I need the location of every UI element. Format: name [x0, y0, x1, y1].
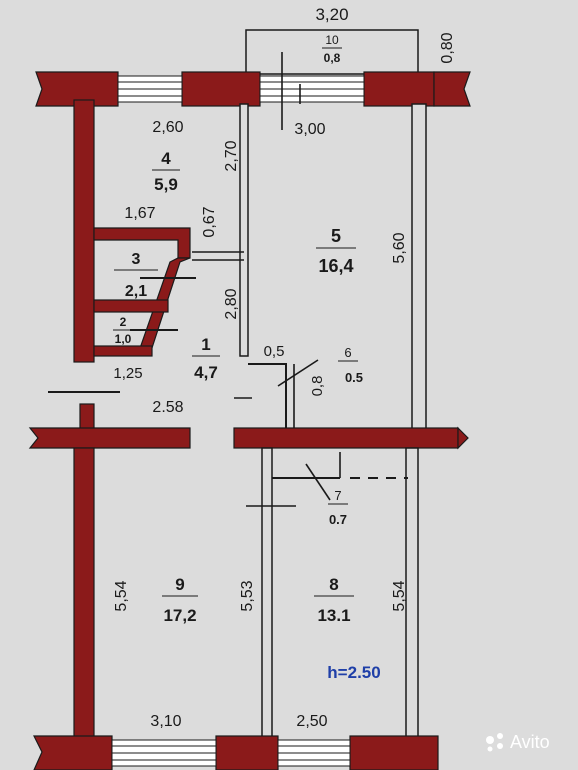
svg-text:6: 6 — [344, 345, 351, 360]
top-window-left — [117, 75, 183, 103]
svg-text:3: 3 — [132, 251, 141, 268]
bottom-window-right — [277, 739, 351, 767]
dim-closet6-width: 0,5 — [264, 343, 285, 360]
room-label-5: 5 16,4 — [316, 226, 356, 276]
avito-logo-icon — [486, 736, 494, 744]
dim-room9-height: 5,54 — [113, 580, 130, 611]
dim-room3-width: 1,67 — [124, 205, 155, 222]
balcony-outline — [245, 29, 419, 75]
room-label-1: 1 4,7 — [192, 335, 220, 382]
dim-room8-width: 2,50 — [296, 713, 327, 730]
svg-text:9: 9 — [175, 575, 184, 594]
dim-balcony-depth: 0,80 — [439, 32, 456, 63]
svg-text:17,2: 17,2 — [163, 606, 196, 625]
bottom-exterior-wall — [33, 735, 439, 770]
dim-hall-width: 2.58 — [152, 399, 183, 416]
avito-watermark-text: Avito — [510, 732, 550, 752]
bottom-window-left — [111, 739, 217, 767]
partition-room9-room8 — [261, 447, 273, 739]
middle-wall — [28, 426, 469, 450]
dim-room9-height-right: 5,53 — [239, 580, 256, 611]
room-label-4: 4 5,9 — [152, 149, 180, 194]
dim-balcony-width: 3,20 — [315, 5, 348, 24]
svg-text:8: 8 — [329, 575, 338, 594]
room-label-7: 7 0.7 — [328, 488, 348, 527]
dim-closet6-height: 0,8 — [309, 376, 326, 397]
svg-text:4: 4 — [161, 149, 171, 168]
balcony-door — [281, 52, 301, 130]
room-label-6: 6 0.5 — [338, 345, 363, 385]
top-window-right — [259, 75, 365, 103]
left-exterior-wall-lower — [79, 403, 95, 431]
svg-text:10: 10 — [325, 33, 339, 47]
dim-room8-height: 5,54 — [391, 580, 408, 611]
utility-rooms-walls — [93, 227, 196, 357]
dim-room4-height: 2,70 — [223, 140, 240, 171]
room-label-3: 3 2,1 — [114, 251, 158, 300]
closet-6-walls — [234, 359, 319, 428]
svg-text:2,1: 2,1 — [125, 283, 147, 300]
svg-text:0.5: 0.5 — [345, 370, 363, 385]
svg-text:2: 2 — [120, 315, 127, 329]
svg-text:1: 1 — [201, 335, 210, 354]
partition-room4-room5 — [239, 103, 249, 357]
svg-text:0,8: 0,8 — [324, 51, 341, 65]
left-exterior-wall — [73, 99, 95, 363]
dim-hall-height: 2,80 — [223, 288, 240, 319]
dim-room5-height: 5,60 — [391, 232, 408, 263]
room-label-9: 9 17,2 — [162, 575, 198, 625]
svg-text:13.1: 13.1 — [317, 606, 350, 625]
avito-watermark: Avito — [486, 732, 550, 752]
right-wall-upper — [411, 103, 427, 431]
top-exterior-wall — [35, 71, 471, 107]
svg-text:0.7: 0.7 — [329, 512, 347, 527]
dim-room4-width: 2,60 — [152, 119, 183, 136]
closet-7-walls — [246, 452, 408, 507]
room-label-10: 10 0,8 — [322, 33, 342, 65]
svg-text:1,0: 1,0 — [115, 332, 132, 346]
svg-text:5,9: 5,9 — [154, 175, 178, 194]
svg-text:16,4: 16,4 — [318, 256, 353, 276]
door-room3 — [192, 251, 244, 261]
svg-text:7: 7 — [334, 488, 341, 503]
dim-room2-width: 1,25 — [113, 365, 142, 382]
svg-text:4,7: 4,7 — [194, 363, 218, 382]
left-wall-lower — [73, 447, 95, 739]
ceiling-height-label: h=2.50 — [327, 663, 380, 682]
room-label-8: 8 13.1 — [314, 575, 354, 625]
dim-room9-width: 3,10 — [150, 713, 181, 730]
dim-room3-height: 0,67 — [201, 206, 218, 237]
svg-text:5: 5 — [331, 226, 341, 246]
dim-room5-width: 3,00 — [294, 121, 325, 138]
room-label-2: 2 1,0 — [113, 315, 133, 346]
